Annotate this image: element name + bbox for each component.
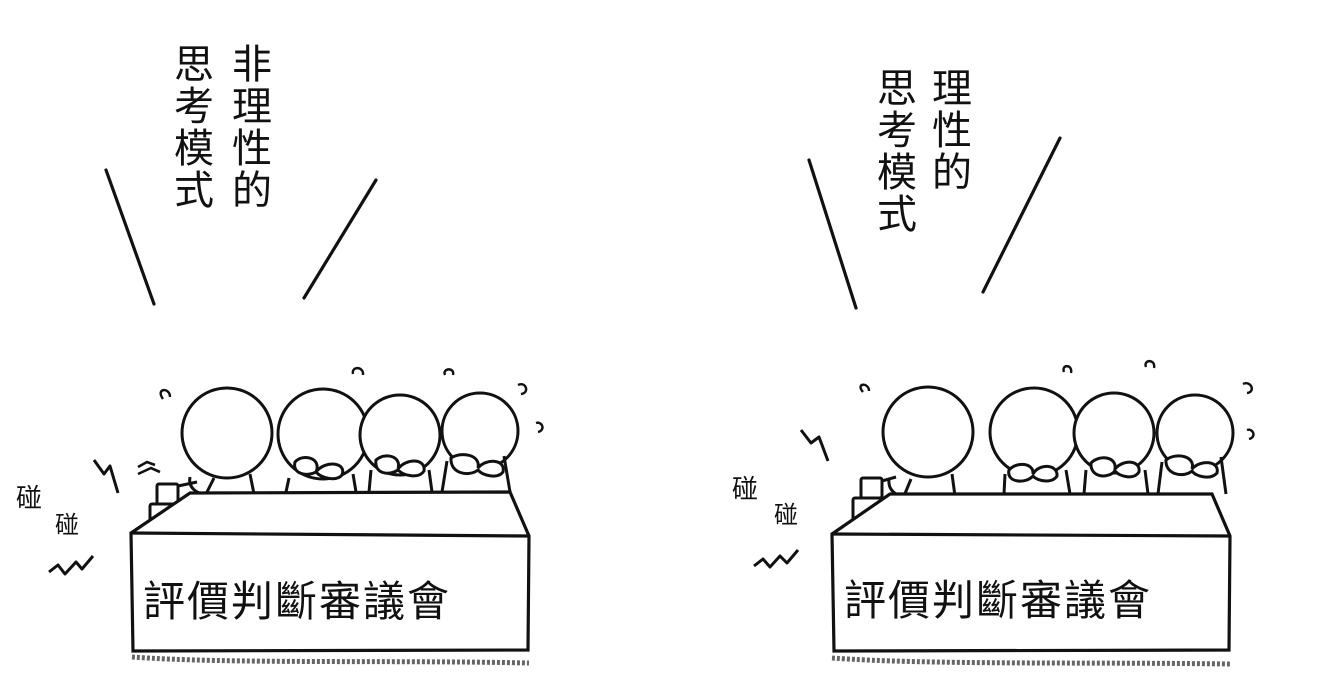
left-anxiety-mark-3 [443,368,455,376]
left-title-line1: 非理性的 [225,43,271,211]
right-anxiety-mark-3 [1144,359,1156,369]
left-person-1-body-right [248,473,256,495]
right-impact-line-1 [799,429,830,462]
left-anxiety-mark-5 [535,421,544,434]
right-emphasis-line-left [807,158,858,310]
left-person-4-body-right [502,455,512,493]
left-anxiety-mark-1 [159,388,172,400]
left-impact-line-2 [137,460,156,469]
left-anxiety-mark-2 [351,366,365,376]
right-person-2-body-right [1064,469,1072,495]
right-impact-line-2 [753,549,800,569]
left-person-2-body-left [284,477,291,493]
left-person-1-body-line [204,477,216,495]
left-table-shadow [131,654,530,666]
right-person-3-body-right [1143,469,1150,495]
right-anxiety-mark-4 [1242,382,1253,395]
right-anxiety-mark-1 [859,383,871,393]
left-emphasis-line-left [104,168,156,306]
right-person-2-head [988,386,1080,478]
left-person-4-body-left [440,460,449,493]
right-person-4-body-left [1156,461,1164,495]
right-panel: 理性的 思考模式 碰 碰 評價判斷審議會 [700,0,1319,699]
right-person-3-body-left [1082,469,1088,495]
left-impact-line-4 [48,555,95,576]
left-person-3-body-left [367,469,373,493]
left-panel: 非理性的 思考模式 碰 碰 評價判斷審議會 [16,43,544,666]
left-person-3-body-right [427,469,434,493]
left-impact-line-3 [137,466,161,476]
right-person-2-crossed-arms [1007,462,1059,483]
left-person-1-head [180,386,274,480]
left-person-3-head [358,393,442,477]
right-title-line2: 思考模式 [870,67,916,235]
right-sound-effect-large: 碰 [732,475,759,505]
right-gavel-hand [881,475,897,483]
right-title-line1: 理性的 [925,67,971,193]
right-person-1-head [881,385,975,479]
left-person-2-body-right [351,473,358,493]
left-sound-effect-small: 碰 [55,511,79,539]
right-person-4-crossed-arms [1164,454,1219,479]
right-table-top-edge [831,532,1231,538]
left-person-2-crossed-arms [293,456,345,481]
left-person-3-crossed-arms [374,454,426,478]
left-title-line2: 思考模式 [167,43,213,211]
right-emphasis-line-right [981,136,1062,294]
left-sound-effect-large: 碰 [16,484,43,514]
right-anxiety-mark-5 [1246,428,1255,441]
right-person-1-body-right [950,473,957,497]
right-sound-effect-small: 碰 [774,501,798,529]
left-emphasis-line-right [302,178,378,300]
left-impact-line-1 [92,459,120,494]
right-table-label: 評價判斷審議會 [844,576,1153,625]
right-anxiety-mark-2 [1062,364,1073,374]
left-gavel-top [155,482,180,506]
left-person-4-crossed-arms [449,453,505,478]
left-gavel-hand [177,480,198,488]
left-panel-drawing [48,168,544,666]
right-table-shadow [831,655,1231,667]
right-person-3-crossed-arms [1089,456,1141,479]
left-table-top-edge [130,531,530,538]
left-anxiety-mark-4 [517,383,528,396]
right-person-2-body-left [1002,473,1007,495]
right-gavel-top [859,476,884,500]
right-person-4-body-right [1219,456,1228,495]
left-table-label: 評價判斷審議會 [143,577,452,626]
right-panel-drawing [753,136,1255,667]
